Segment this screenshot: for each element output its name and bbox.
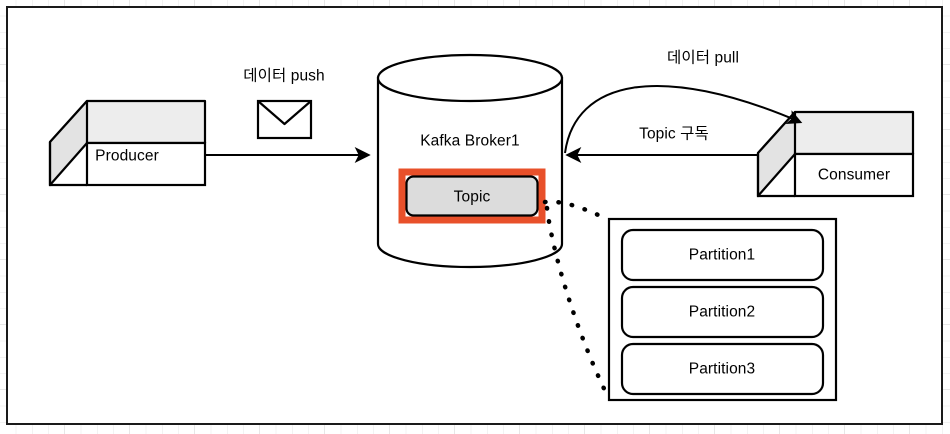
- producer-node[interactable]: [48, 99, 207, 187]
- broker-label: Kafka Broker1: [420, 132, 520, 150]
- producer-label: Producer: [95, 147, 159, 165]
- partition-label-3: Partition3: [688, 360, 756, 378]
- consumer-label: Consumer: [817, 166, 891, 184]
- partition-item: [620, 285, 825, 339]
- edge-label-topic-subscribe: Topic 구독: [639, 125, 709, 143]
- partition-item: [620, 228, 825, 282]
- edge-label-data-push: 데이터 push: [243, 67, 325, 85]
- partition-label-1: Partition1: [688, 246, 756, 264]
- topic-node[interactable]: [398, 168, 546, 224]
- edge-label-data-pull: 데이터 pull: [666, 49, 740, 67]
- kafka-broker-cylinder[interactable]: [376, 53, 564, 269]
- partition-group[interactable]: [607, 217, 838, 402]
- topic-label: Topic: [453, 188, 491, 206]
- partition-label-2: Partition2: [688, 303, 756, 321]
- edge-data-pull: [564, 85, 803, 154]
- partition-item: [620, 342, 825, 396]
- envelope-icon: [256, 99, 313, 140]
